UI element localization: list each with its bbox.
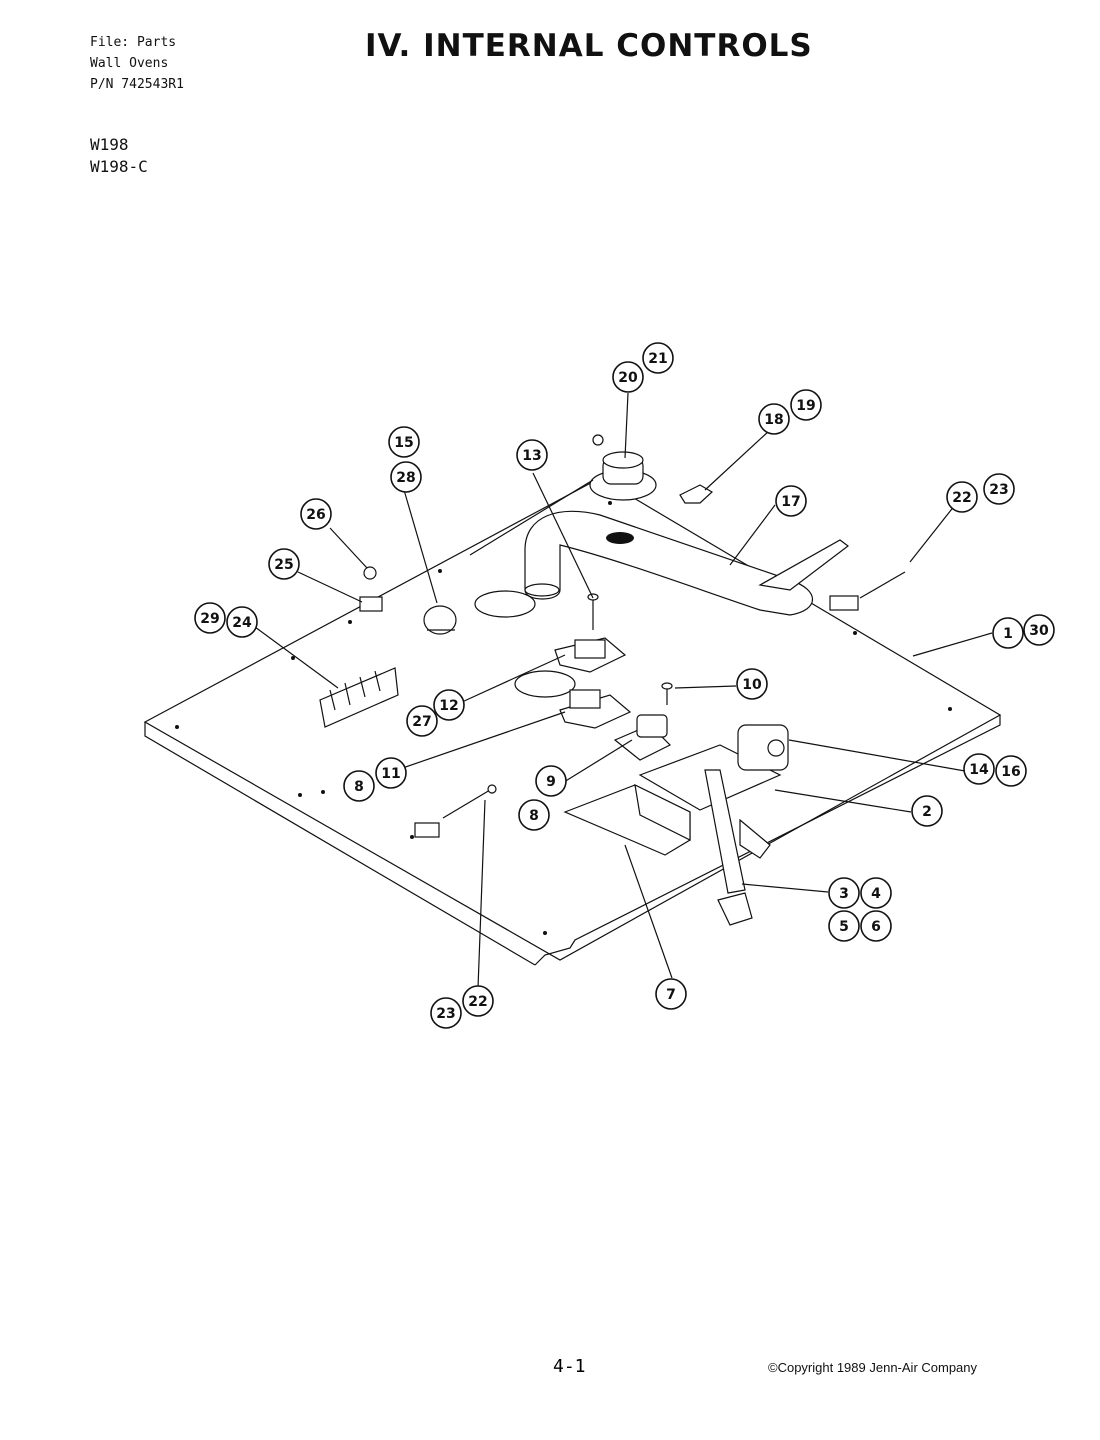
callout-28: 28 [390,461,422,493]
callout-13: 13 [516,439,548,471]
callout-label: 17 [781,494,800,510]
model-w198-c: W198-C [90,157,148,176]
callout-label: 20 [618,370,638,386]
wire-tie-22-top [829,571,906,611]
leader-lines [254,392,993,989]
callout-label: 30 [1029,623,1049,639]
thermostat-component [589,434,657,501]
callout-label: 19 [796,398,815,414]
callout-8: 8 [518,799,550,831]
callout-23: 23 [983,473,1015,505]
page-title: IV. INTERNAL CONTROLS [365,28,813,64]
terminal-block [319,667,399,728]
callout-label: 1 [1003,626,1013,642]
callout-label: 23 [436,1006,455,1022]
screw-10 [661,682,673,705]
callout-label: 8 [354,779,364,795]
callout-21: 21 [642,342,674,374]
callout-22: 22 [462,985,494,1017]
page-number: 4-1 [553,1356,586,1377]
bracket-25 [359,596,383,612]
callout-19: 19 [790,389,822,421]
callout-14: 14 [963,753,995,785]
callout-25: 25 [268,548,300,580]
part-number-label: P/N 742543R1 [90,77,184,92]
callout-label: 18 [764,412,783,428]
callout-label: 6 [871,919,881,935]
callout-label: 21 [648,351,667,367]
callout-label: 7 [666,987,676,1003]
relay-12 [554,637,627,673]
callout-29: 29 [194,602,226,634]
nut-26 [363,566,377,580]
plate-hole-1 [474,590,536,618]
callout-15: 15 [388,426,420,458]
callout-label: 15 [394,435,413,451]
callout-label: 12 [439,698,458,714]
file-label: File: Parts [90,35,177,50]
callout-17: 17 [775,485,807,517]
relay-11 [559,689,632,729]
product-label: Wall Ovens [90,56,169,71]
callout-2: 2 [911,795,943,827]
callout-8: 8 [343,770,375,802]
callout-label: 28 [396,470,415,486]
model-w198: W198 [90,135,129,154]
callout-26: 26 [300,498,332,530]
callout-label: 8 [529,808,539,824]
callout-label: 29 [200,611,219,627]
callout-label: 11 [381,766,400,782]
callout-23: 23 [430,997,462,1029]
callout-27: 27 [406,705,438,737]
callout-24: 24 [226,606,258,638]
copyright-notice: ©Copyright 1989 Jenn-Air Company [768,1360,978,1375]
callout-label: 9 [546,774,556,790]
callout-5: 5 [828,910,860,942]
callout-label: 14 [969,762,989,778]
callout-label: 25 [274,557,293,573]
callout-7: 7 [655,978,687,1010]
callout-label: 13 [522,448,541,464]
limit-switch-15 [423,605,457,635]
plate-hole-2 [514,670,576,698]
callout-label: 26 [306,507,325,523]
model-list: W198 W198-C [90,134,148,178]
callout-20: 20 [612,361,644,393]
sensor-clip [679,484,714,504]
callout-1: 1 [992,617,1024,649]
callout-label: 2 [922,804,932,820]
callout-11: 11 [375,757,407,789]
callout-30: 30 [1023,614,1055,646]
callout-22: 22 [946,481,978,513]
callout-label: 16 [1001,764,1020,780]
switch-9 [613,714,672,761]
callout-label: 23 [989,482,1008,498]
callout-4: 4 [860,877,892,909]
door-latch-assembly [563,724,789,926]
callout-label: 3 [839,886,849,902]
callout-label: 10 [742,677,762,693]
wire-tie-22 [414,784,497,838]
callout-3: 3 [828,877,860,909]
callout-6: 6 [860,910,892,942]
air-duct [524,510,849,616]
callout-label: 24 [232,615,252,631]
callout-label: 5 [839,919,849,935]
callout-label: 22 [952,490,971,506]
callout-18: 18 [758,403,790,435]
callout-12: 12 [433,689,465,721]
callout-label: 27 [412,714,431,730]
callout-10: 10 [736,668,768,700]
callout-label: 22 [468,994,487,1010]
callout-16: 16 [995,755,1027,787]
callout-label: 4 [871,886,881,902]
callout-9: 9 [535,765,567,797]
